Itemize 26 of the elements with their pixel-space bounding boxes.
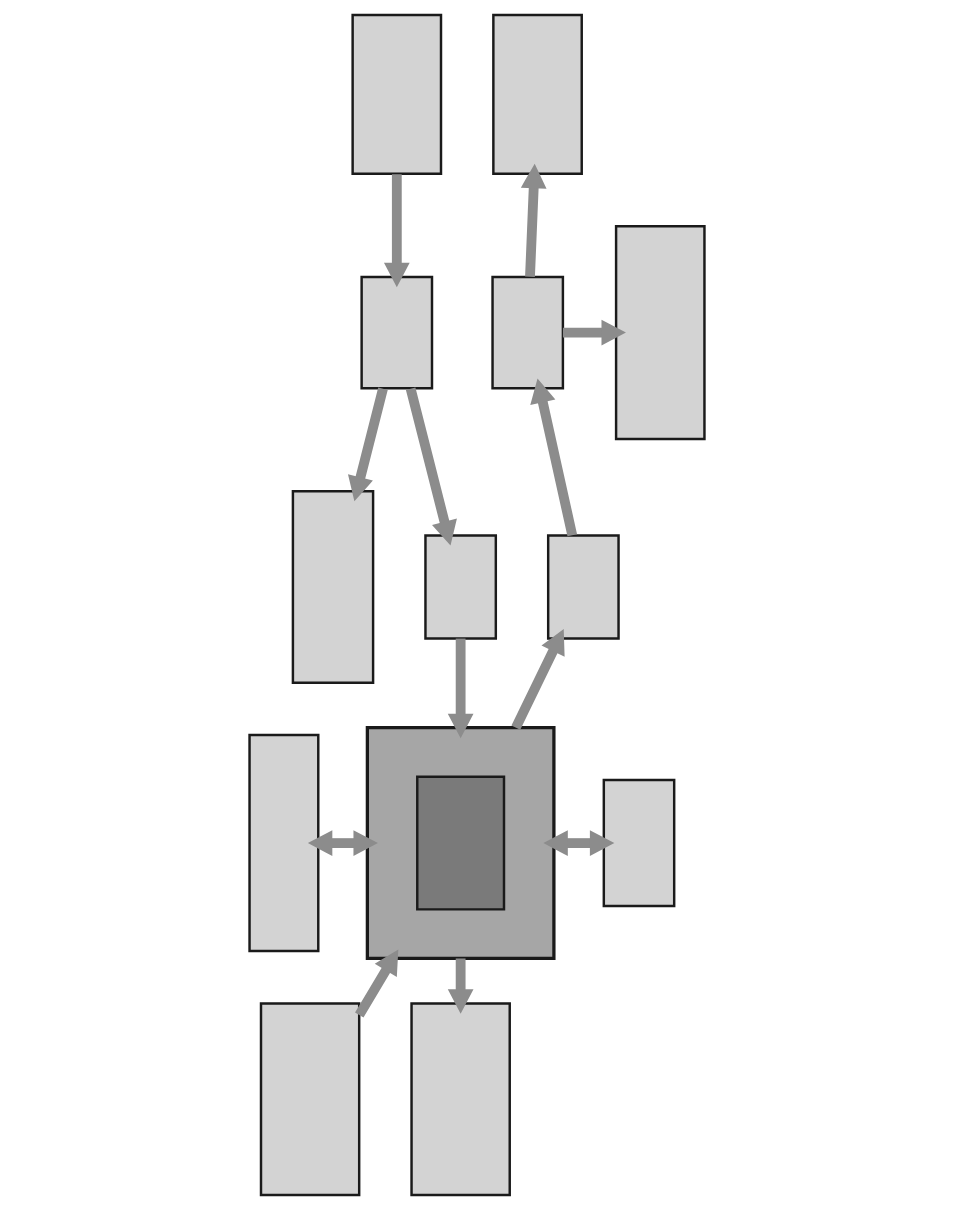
node-box — [291, 490, 375, 684]
cluster — [365, 726, 556, 961]
node-box — [360, 275, 434, 390]
arrow — [511, 629, 565, 730]
arrow — [355, 949, 399, 1018]
arrow — [307, 830, 378, 856]
arrow — [543, 830, 615, 856]
arrow — [520, 163, 547, 277]
node-box — [614, 224, 706, 441]
node-box — [351, 13, 443, 176]
arrow — [562, 319, 626, 346]
node-box — [492, 13, 583, 176]
arrow — [347, 387, 388, 502]
node-box — [259, 1002, 361, 1197]
node-box — [416, 775, 506, 911]
arrow — [447, 958, 474, 1014]
node-box — [248, 733, 320, 953]
arrow — [447, 638, 474, 739]
node-box — [546, 534, 620, 640]
node-box — [602, 778, 676, 908]
arrow — [405, 387, 457, 546]
node-box — [424, 534, 498, 640]
node-box — [410, 1002, 511, 1197]
arrow — [530, 378, 578, 537]
arrow — [383, 174, 410, 288]
node-box — [491, 275, 565, 390]
